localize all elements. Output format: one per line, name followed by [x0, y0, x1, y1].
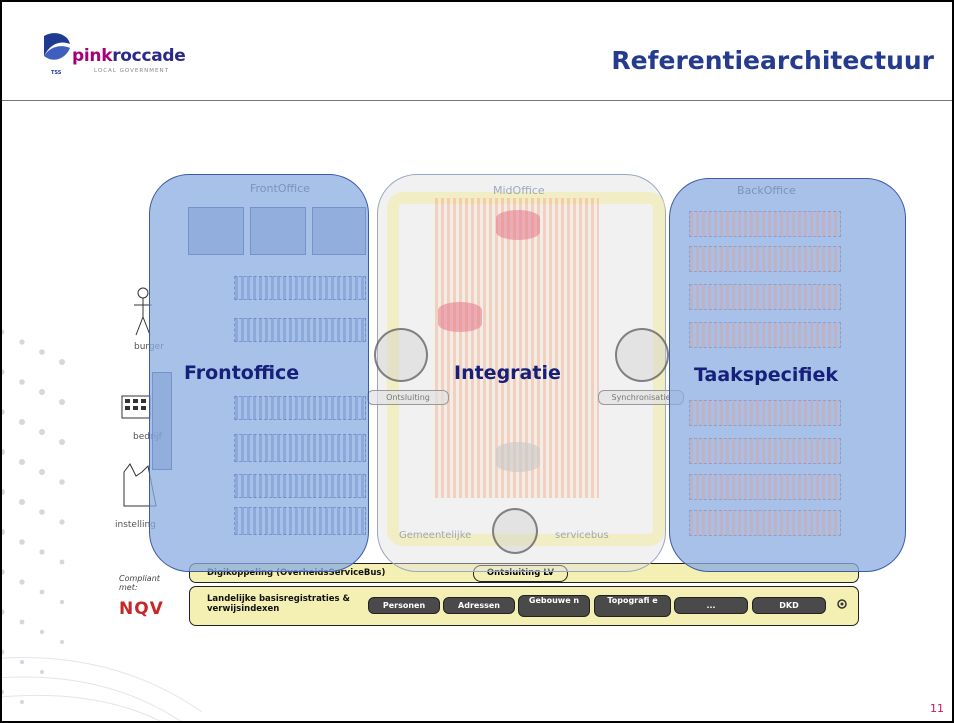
registry-personen: Personen: [368, 597, 440, 614]
pinkroccade-logo-icon: [44, 33, 70, 60]
connector-gear-left-icon: [374, 328, 428, 382]
mid-bottom-right: servicebus: [555, 530, 609, 541]
backoffice-application: [689, 284, 841, 310]
frontoffice-component: [234, 396, 366, 420]
registry-topografie: Topografi e: [594, 595, 671, 617]
slide-header: pinkroccade LOCAL GOVERNMENT TSS Referen…: [2, 2, 952, 101]
logo-tss: TSS: [51, 70, 62, 76]
backoffice-application: [689, 246, 841, 272]
backoffice-application: [689, 474, 841, 500]
connector-gear-bottom-icon: [492, 508, 538, 554]
bedrijf-building-icon: [121, 395, 151, 419]
logo-wordmark: pinkroccade: [72, 46, 186, 66]
frontoffice-component: [234, 276, 366, 300]
database-icon: [496, 210, 540, 240]
basisregistraties-label: Landelijke basisregistraties & verwijsin…: [207, 594, 350, 614]
frontoffice-channel-box: [312, 207, 366, 255]
frontoffice-channel-box: [188, 207, 244, 255]
frontoffice-component: [234, 507, 366, 535]
midoffice-ghost-header: MidOffice: [493, 184, 545, 197]
midoffice-panel: [377, 174, 666, 572]
frontoffice-component: [234, 318, 366, 342]
taakspecifiek-label: Taakspecifiek: [694, 364, 838, 386]
synchronisatie-cap: Synchronisatie: [598, 390, 684, 405]
registry-more: ...: [674, 597, 748, 614]
registry-gebouwen: Gebouwe n: [518, 595, 590, 617]
ontsluiting-cap: Ontsluiting: [367, 390, 449, 405]
compliant-label: Compliant met:: [119, 574, 160, 592]
registry-dkd: DKD: [752, 597, 826, 614]
backoffice-application: [689, 438, 841, 464]
backoffice-application: [689, 322, 841, 348]
ontsluiting-lv-badge: Ontsluiting LV: [473, 565, 568, 582]
actor-label-bedrijf: bedrijf: [133, 432, 162, 442]
frontoffice-ghost-header: FrontOffice: [250, 182, 310, 195]
backoffice-application: [689, 211, 841, 237]
connector-gear-right-icon: [615, 328, 669, 382]
frontoffice-component: [234, 434, 366, 462]
integratie-label: Integratie: [454, 362, 561, 384]
nqv-logo: NQV: [119, 599, 164, 619]
backoffice-panel: [669, 178, 906, 572]
dotted-swirl-decoration: [2, 329, 202, 721]
actor-label-instelling: instelling: [115, 520, 156, 530]
gear-icon: [837, 599, 847, 609]
frontoffice-side-box: [152, 372, 172, 470]
database-icon: [438, 302, 482, 332]
backoffice-ghost-header: BackOffice: [737, 184, 796, 197]
actor-label-burger: burger: [134, 342, 164, 352]
digikoppeling-label: Digikoppeling (OverheidsServiceBus): [207, 568, 386, 578]
mid-bottom-left: Gemeentelijke: [399, 530, 472, 541]
frontoffice-panel: [149, 174, 369, 572]
registry-adressen: Adressen: [443, 597, 515, 614]
backoffice-application: [689, 400, 841, 426]
backoffice-application: [689, 510, 841, 536]
logo-subtitle: LOCAL GOVERNMENT: [94, 68, 169, 74]
database-icon: [496, 442, 540, 472]
frontoffice-label: Frontoffice: [184, 362, 300, 384]
burger-person-icon: [134, 287, 152, 336]
page-title: Referentiearchitectuur: [611, 46, 934, 75]
page-number: 11: [930, 702, 944, 715]
frontoffice-channel-box: [250, 207, 306, 255]
frontoffice-component: [234, 474, 366, 498]
